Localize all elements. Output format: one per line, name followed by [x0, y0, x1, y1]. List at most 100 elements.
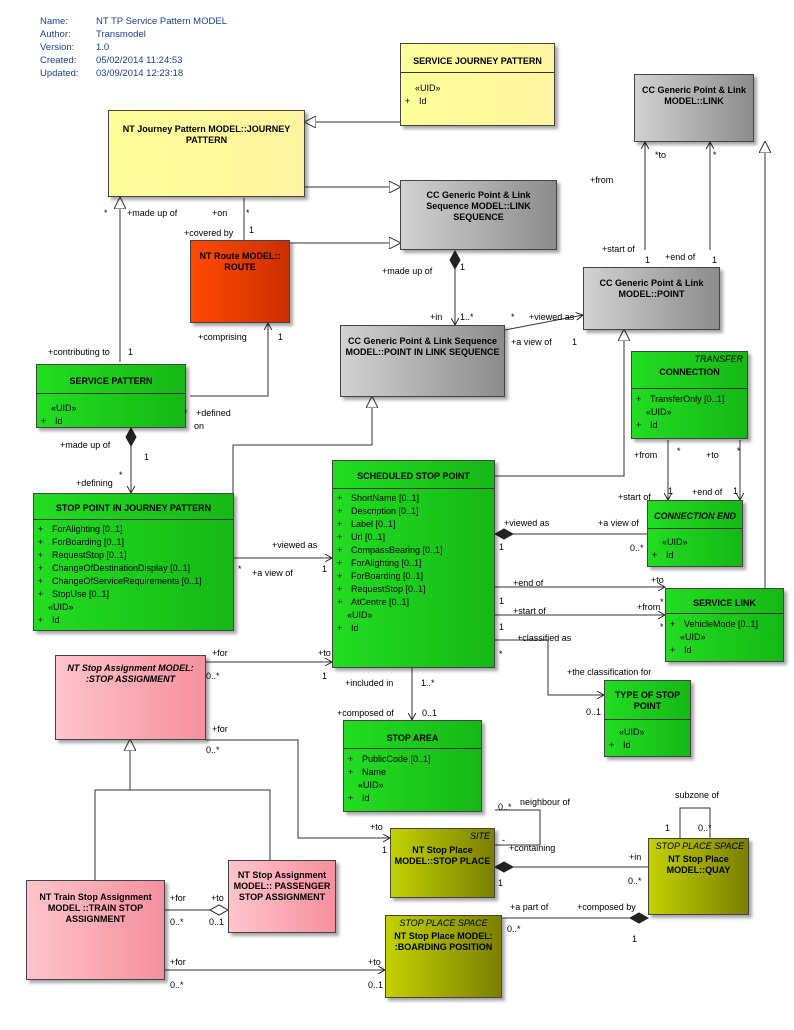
- composition-diamond-quay: [628, 912, 650, 924]
- role-label: 1: [460, 262, 466, 272]
- role-label: +a part of: [510, 902, 549, 912]
- role-label: +to: [706, 450, 719, 460]
- aggregation-diamond-pass: [208, 904, 230, 916]
- attribute: ChangeOfServiceRequirements [0..1]: [52, 576, 202, 586]
- attribute: Id: [55, 416, 63, 426]
- class-title: SCHEDULED STOP POINT: [357, 471, 470, 481]
- gen-train-sa: [94, 740, 130, 880]
- class-connection-end[interactable]: CONNECTION END «UID» +Id: [647, 500, 743, 567]
- attribute: Description [0..1]: [351, 506, 419, 516]
- role-label: *: [499, 649, 503, 659]
- assoc-ssp-type: [495, 639, 604, 695]
- class-train-stop-assignment[interactable]: NT Train Stop Assignment MODEL ::TRAIN S…: [26, 880, 165, 980]
- role-label: +from: [634, 450, 658, 460]
- role-label: +a view of: [511, 337, 552, 347]
- role-label: 1: [632, 934, 638, 944]
- class-service-link[interactable]: SERVICE LINK +VehicleMode [0..1] «UID» +…: [665, 588, 784, 662]
- class-title: SERVICE LINK: [693, 598, 756, 608]
- role-label: 1..*: [460, 312, 474, 322]
- role-label: on: [194, 421, 205, 431]
- uid-stereotype: «UID»: [680, 632, 706, 642]
- composition-diamond-linkseq: [449, 249, 461, 271]
- metadata-key: Name:: [40, 16, 68, 27]
- assoc-pils-point: [504, 315, 583, 331]
- class-title: CONNECTION: [659, 367, 720, 377]
- metadata-key: Version:: [40, 42, 75, 53]
- role-label: +end of: [513, 578, 544, 588]
- role-label: +for: [170, 957, 186, 967]
- uid-stereotype: «UID»: [662, 537, 688, 547]
- role-label: +end of: [692, 487, 723, 497]
- role-label: +for: [212, 724, 228, 734]
- composition-diamond-stopplace: [493, 861, 515, 873]
- role-label: 0..1: [209, 917, 225, 927]
- metadata-value: NT TP Service Pattern MODEL: [96, 16, 227, 27]
- role-label: -: [502, 835, 505, 845]
- role-label: +end of: [665, 252, 696, 262]
- role-label: 1: [712, 255, 718, 265]
- attribute: Url [0..1]: [351, 532, 386, 542]
- role-label: *to: [655, 150, 667, 160]
- role-label: +for: [212, 648, 228, 658]
- class-stop-point-in-journey-pattern[interactable]: STOP POINT IN JOURNEY PATTERN +ForAlight…: [33, 493, 234, 631]
- metadata-row: Name: NT TP Service Pattern MODEL: [40, 15, 227, 28]
- class-boarding-position[interactable]: STOP PLACE SPACE NT Stop Place MODEL: :B…: [385, 915, 502, 998]
- role-label: *: [713, 150, 717, 160]
- class-title: SERVICE PATTERN: [69, 376, 153, 386]
- attribute: ForAlighting [0..1]: [351, 558, 422, 568]
- class-transfer-connection[interactable]: TRANSFER CONNECTION +TransferOnly [0..1]…: [631, 351, 748, 439]
- role-label: +start of: [602, 244, 635, 254]
- class-service-journey-pattern[interactable]: SERVICE JOURNEY PATTERN «UID» +Id: [400, 43, 555, 126]
- assoc-stopplace-self: [495, 809, 541, 846]
- class-route[interactable]: NT Route MODEL:: ROUTE: [190, 240, 290, 323]
- attribute: StopUse [0..1]: [52, 589, 110, 599]
- role-label: 1: [278, 332, 284, 342]
- class-title: NT Stop Assignment MODEL: :STOP ASSIGNME…: [67, 663, 194, 684]
- role-label: 1: [665, 823, 671, 833]
- attribute: RequestStop [0..1]: [351, 584, 426, 594]
- role-label: +to: [370, 822, 383, 832]
- role-label: 0..*: [628, 876, 642, 886]
- attribute: Id: [419, 96, 427, 106]
- class-stop-area[interactable]: STOP AREA +PublicCode [0..1] +Name «UID»…: [343, 720, 482, 812]
- role-label: +classified as: [517, 633, 572, 643]
- role-label: +defined: [196, 408, 231, 418]
- role-label: 1: [128, 347, 134, 357]
- class-stop-place[interactable]: SITE NT Stop Place MODEL::STOP PLACE: [390, 828, 495, 898]
- role-label: 1: [249, 225, 255, 235]
- role-label: *: [737, 446, 741, 456]
- class-scheduled-stop-point[interactable]: SCHEDULED STOP POINT +ShortName [0..1] +…: [332, 460, 495, 668]
- role-label: subzone of: [675, 790, 720, 800]
- attribute: Id: [52, 615, 60, 625]
- class-type-of-stop-point[interactable]: TYPE OF STOP POINT «UID» +Id: [604, 680, 691, 757]
- class-stop-assignment[interactable]: NT Stop Assignment MODEL: :STOP ASSIGNME…: [55, 655, 206, 740]
- metadata-value: 05/02/2014 11:24:53: [96, 55, 183, 66]
- role-label: +from: [590, 175, 614, 185]
- metadata-row: Version:1.0: [40, 41, 227, 54]
- class-title: NT Stop Place MODEL::QUAY: [666, 854, 731, 875]
- attribute: ShortName [0..1]: [351, 493, 420, 503]
- role-label: +made up of: [60, 440, 111, 450]
- role-label: +covered by: [184, 228, 234, 238]
- class-service-pattern[interactable]: SERVICE PATTERN «UID» +Id: [36, 364, 186, 428]
- class-stereotype: TRANSFER: [694, 354, 743, 364]
- class-quay[interactable]: STOP PLACE SPACE NT Stop Place MODEL::QU…: [648, 838, 749, 915]
- attribute: CompassBearing [0..1]: [351, 545, 443, 555]
- role-label: +from: [637, 602, 661, 612]
- uid-stereotype: «UID»: [51, 403, 77, 413]
- class-cc-point[interactable]: CC Generic Point & Link MODEL::POINT: [583, 267, 720, 330]
- attribute: TransferOnly [0..1]: [650, 394, 725, 404]
- class-title: NT Stop Place MODEL::STOP PLACE: [394, 845, 491, 866]
- class-point-in-link-sequence[interactable]: CC Generic Point & Link Sequence MODEL::…: [340, 325, 505, 397]
- composition-diamond-sp: [125, 426, 137, 448]
- class-journey-pattern[interactable]: NT Journey Pattern MODEL::JOURNEY PATTER…: [108, 110, 305, 197]
- class-title: NT Route MODEL:: ROUTE: [199, 251, 281, 272]
- class-passenger-stop-assignment[interactable]: NT Stop Assignment MODEL:: PASSENGER STO…: [228, 860, 336, 933]
- role-label: 0..*: [498, 802, 512, 812]
- class-cc-link[interactable]: CC Generic Point & Link MODEL::LINK: [634, 74, 754, 142]
- class-cc-link-sequence[interactable]: CC Generic Point & Link Sequence MODEL::…: [400, 180, 557, 250]
- role-label: 1: [382, 845, 388, 855]
- role-label: *: [660, 622, 664, 632]
- role-label: 0..*: [698, 823, 712, 833]
